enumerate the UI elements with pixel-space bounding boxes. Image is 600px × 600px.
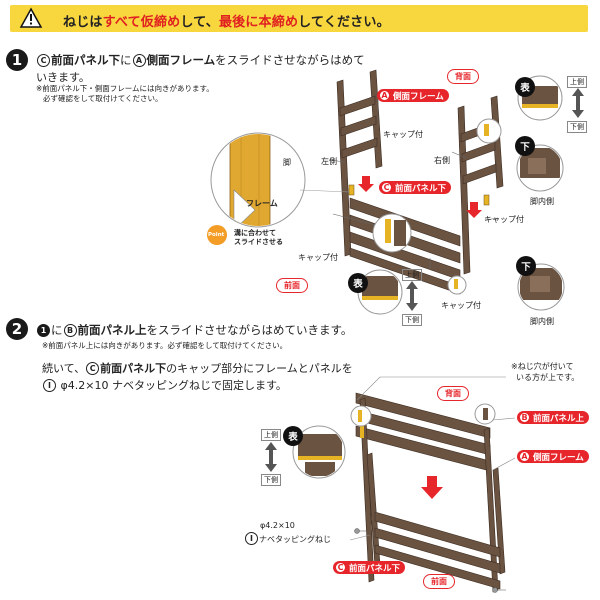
omote-badge-2: 表 <box>348 273 368 293</box>
upper-label-2: 上側 <box>402 269 422 281</box>
front-label-2: 前面 <box>423 574 455 589</box>
step-1-note-2: 必ず確認をして取付けてください。 <box>43 94 163 103</box>
back-label-2: 背面 <box>437 386 469 401</box>
lower-label-1: 下側 <box>567 121 587 133</box>
step-1-note-1: ※前面パネル下・側面フレームには向きがあります。 <box>36 84 214 93</box>
shita-badge-2: 下 <box>516 256 536 276</box>
leg-label: 脚 <box>283 158 291 167</box>
step-1-instruction-cont: いきます。 <box>36 71 90 84</box>
frame-label: フレーム <box>246 199 278 208</box>
shita-badge-1: 下 <box>515 136 535 156</box>
hole-note-2: いる方が上です。 <box>516 373 580 382</box>
point-text-2: スライドさせる <box>234 238 283 246</box>
hole-note-1: ※ねじ穴が付いて <box>511 362 574 371</box>
screw-size-label: φ4.2×10 <box>260 521 295 530</box>
warning-icon <box>19 7 43 28</box>
right-side-label: 右側 <box>434 156 450 165</box>
point-icon: Point <box>208 232 225 238</box>
banner-text: ねじはすべて仮締めして、最後に本締めしてください。 <box>63 15 390 30</box>
leg-inside-label-2: 脚内側 <box>530 317 554 326</box>
point-text-1: 溝に合わせて <box>234 229 276 237</box>
back-label: 背面 <box>447 69 479 84</box>
cap-label-3: キャップ付 <box>298 253 338 262</box>
cap-label-1: キャップ付 <box>383 130 423 139</box>
omote-badge-1: 表 <box>515 77 535 97</box>
step-2-note: ※前面パネル上には向きがあります。必ず確認をして取付けてください。 <box>42 341 288 350</box>
step-2-number: 2 <box>6 318 28 340</box>
omote-badge-3: 表 <box>283 426 303 446</box>
upper-label-3: 上側 <box>261 429 281 441</box>
leg-inside-label-1: 脚内側 <box>530 197 554 206</box>
front-label: 前面 <box>276 278 308 293</box>
step-1-number: 1 <box>6 49 28 71</box>
cap-label-2: キャップ付 <box>484 215 524 224</box>
upper-label-1: 上側 <box>567 76 587 88</box>
step-2-line-3: I φ4.2×10 ナベタッピングねじで固定します。 <box>42 377 287 393</box>
lower-label-2: 下側 <box>402 314 422 326</box>
left-side-label: 左側 <box>321 157 337 166</box>
lower-label-3: 下側 <box>261 474 281 486</box>
cap-label-4: キャップ付 <box>441 301 481 310</box>
warning-banner: ねじはすべて仮締めして、最後に本締めしてください。 <box>10 5 588 32</box>
